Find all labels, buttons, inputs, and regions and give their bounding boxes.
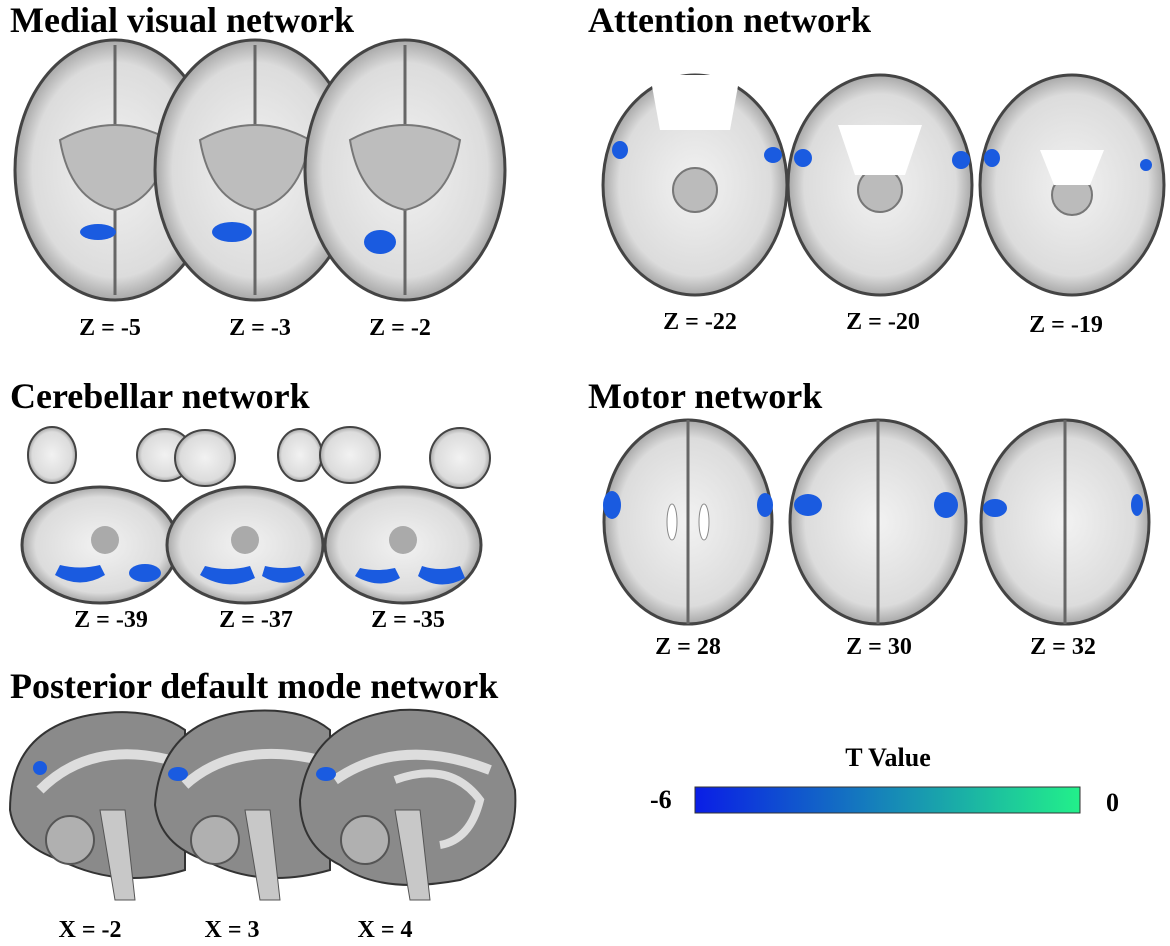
slice-label-attention-2: Z = -20 (846, 309, 920, 335)
slice-label-motor-3: Z = 32 (1030, 634, 1096, 660)
medial-visual-slices (13, 38, 507, 302)
slice-label-attention-3: Z = -19 (1029, 312, 1103, 338)
posterior-dmn-slice-2 (153, 709, 331, 901)
attention-slices (601, 73, 1166, 297)
slice-label-posterior-dmn-1: X = -2 (58, 917, 122, 943)
slice-label-cerebellar-1: Z = -39 (74, 607, 148, 633)
cerebellar-slice-1 (20, 426, 194, 605)
colorbar-max-label: 0 (1106, 788, 1119, 817)
medial-visual-slice-1 (13, 38, 217, 302)
attention-slice-2 (786, 73, 974, 297)
slice-label-motor-2: Z = 30 (846, 634, 912, 660)
cerebellar-slices (20, 426, 491, 605)
medial-visual-slice-3 (303, 38, 507, 302)
attention-slice-3 (978, 73, 1166, 297)
motor-slice-3 (979, 418, 1151, 626)
posterior-dmn-slice-1 (8, 711, 186, 901)
slice-label-medial-visual-1: Z = -5 (79, 315, 141, 341)
motor-slice-2 (788, 418, 968, 626)
slice-label-medial-visual-3: Z = -2 (369, 315, 431, 341)
medial-visual-slice-2 (153, 38, 357, 302)
cerebellar-slice-2 (165, 429, 325, 605)
panel-title-medial-visual: Medial visual network (10, 0, 355, 40)
motor-slice-1 (602, 418, 774, 626)
posterior-dmn-slice-3 (298, 708, 517, 901)
attention-slice-1 (601, 73, 789, 297)
slice-label-cerebellar-2: Z = -37 (219, 607, 293, 633)
panel-title-attention: Attention network (588, 0, 871, 40)
panel-title-motor: Motor network (588, 376, 823, 416)
colorbar-min-label: -6 (650, 785, 672, 814)
slice-label-medial-visual-2: Z = -3 (229, 315, 291, 341)
slice-label-attention-1: Z = -22 (663, 309, 737, 335)
slice-label-motor-1: Z = 28 (655, 634, 721, 660)
slice-label-cerebellar-3: Z = -35 (371, 607, 445, 633)
colorbar-title: T Value (845, 743, 931, 772)
posterior-dmn-slices (8, 708, 517, 901)
panel-title-posterior-dmn: Posterior default mode network (10, 666, 499, 706)
panel-title-cerebellar: Cerebellar network (10, 376, 310, 416)
colorbar-gradient (694, 786, 1081, 814)
motor-slices (602, 418, 1151, 626)
slice-label-posterior-dmn-2: X = 3 (204, 917, 260, 943)
slice-label-posterior-dmn-3: X = 4 (357, 917, 413, 943)
cerebellar-slice-3 (277, 426, 491, 605)
